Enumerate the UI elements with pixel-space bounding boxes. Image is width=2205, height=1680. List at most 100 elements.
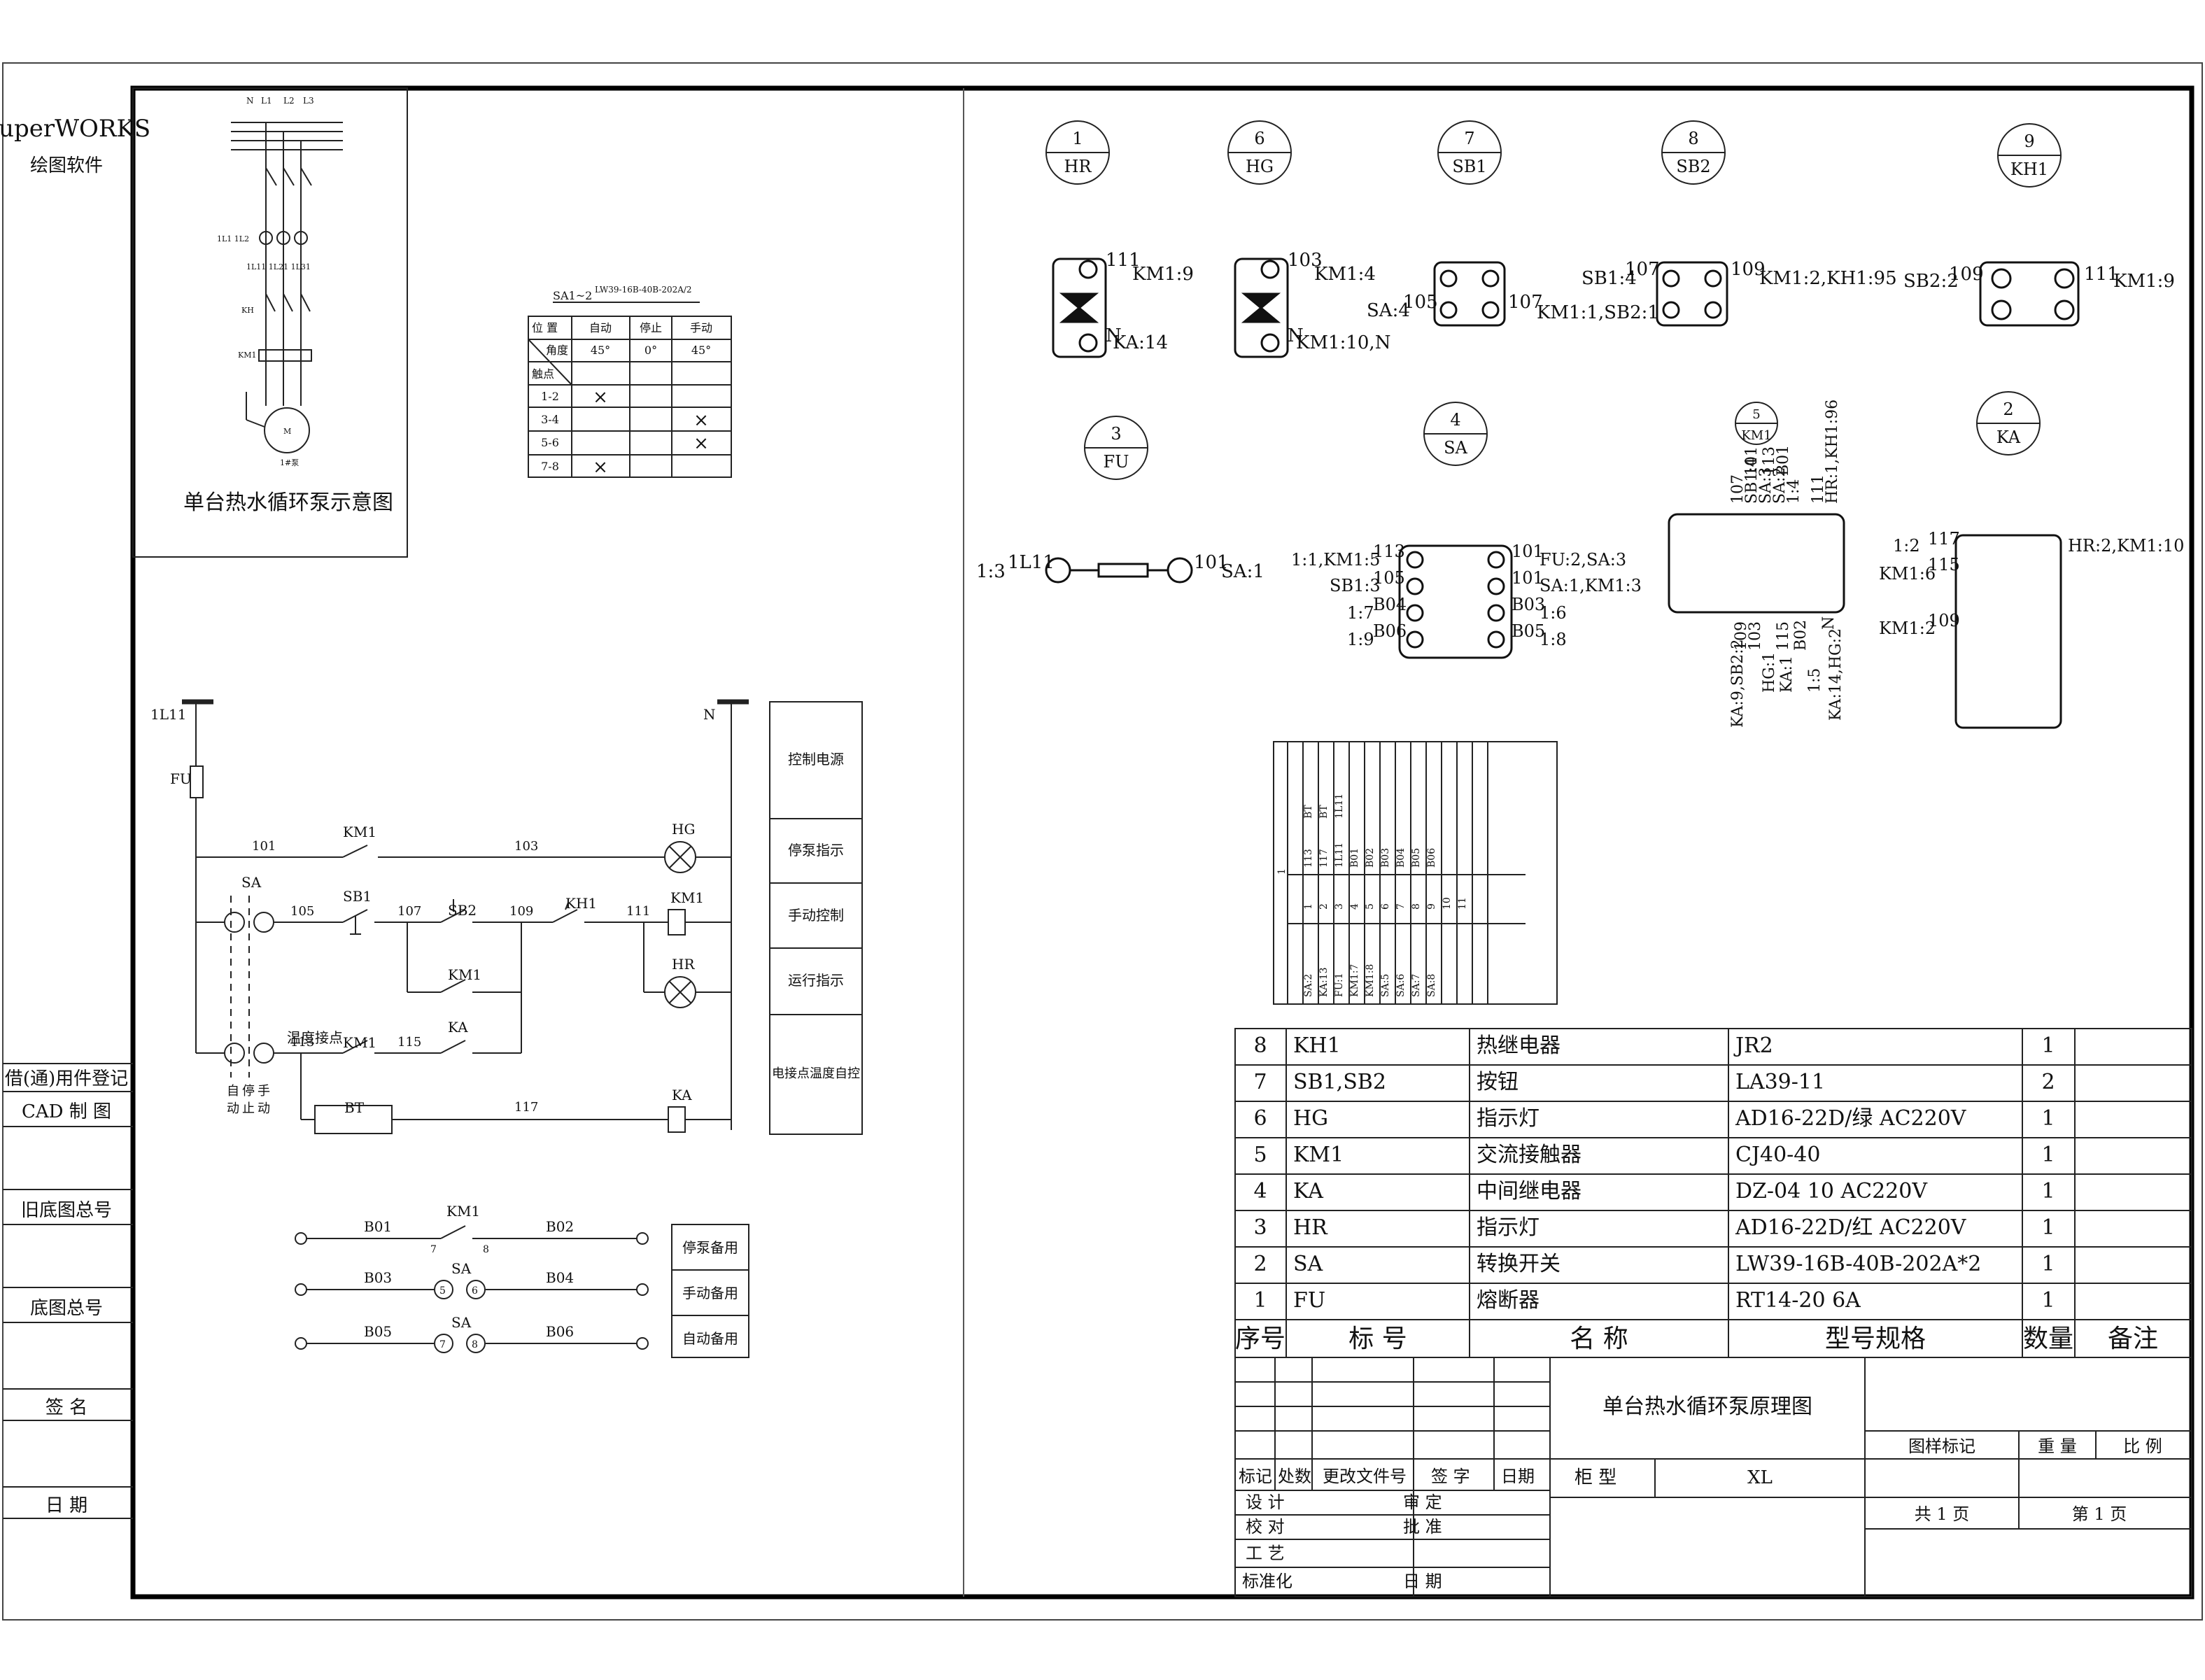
switch-header-angle: 角度: [546, 344, 568, 357]
svg-text:1: 1: [1072, 129, 1083, 148]
svg-text:B01: B01: [1349, 848, 1360, 868]
switch-header-position: 位 置: [532, 321, 558, 334]
bom-tag: HG: [1293, 1106, 1328, 1131]
sb1-left: SA:4: [1367, 300, 1410, 321]
func-run-indicator: 运行指示: [788, 972, 844, 989]
strip-row-base: 底图总号: [30, 1298, 103, 1319]
kh1-left-wire: 109: [1949, 264, 1984, 285]
svg-text:3: 3: [1111, 424, 1121, 444]
bom-tag: KA: [1293, 1179, 1323, 1203]
strip-row-cad: CAD 制 图: [22, 1101, 111, 1122]
aux-device: SA: [451, 1260, 472, 1277]
control-circuit: 1L11 N FU KM1 SA SB1 SB2 KH1 KM1 KM1 KA …: [150, 699, 863, 1135]
aux-right: B06: [546, 1323, 574, 1340]
aux-left: B01: [364, 1218, 392, 1235]
left-strip: SuperWORKS 绘图软件 借(通)用件登记 CAD 制 图 旧底图总号 底…: [0, 115, 150, 1519]
svg-text:1:6: 1:6: [1540, 603, 1567, 623]
drawing-title: 单台热水循环泵原理图: [1602, 1395, 1812, 1419]
svg-text:SA:8: SA:8: [1426, 974, 1437, 997]
sketch-kh: KH: [241, 306, 254, 315]
switch-mark: ×: [593, 387, 608, 408]
sketch-l11-row: 1L11 1L21 1L31: [246, 262, 311, 271]
bom-name: 热继电器: [1477, 1033, 1561, 1058]
bom-name: 指示灯: [1477, 1215, 1540, 1240]
strip-row-sign: 签 名: [45, 1397, 87, 1418]
svg-text:SA:3: SA:3: [1757, 467, 1775, 504]
aux-left: B03: [364, 1269, 392, 1286]
wire-109: 109: [509, 904, 533, 919]
role-approve: 审 定: [1403, 1492, 1442, 1512]
wire-117: 117: [514, 1100, 538, 1115]
svg-text:115: 115: [1775, 621, 1792, 651]
bom-tag: KH1: [1293, 1033, 1341, 1058]
bom-tag: SA: [1293, 1252, 1323, 1276]
device-symbols: [1045, 257, 2080, 729]
svg-text:109: 109: [1733, 621, 1750, 651]
aux-circuit: B01 KM1 7 8 B02 停泵备用 B03 SA 5 6 B04 手动备用…: [295, 1203, 749, 1358]
bom-no: 6: [1253, 1106, 1267, 1131]
svg-text:KA:1: KA:1: [1778, 656, 1796, 693]
bom-tag: HR: [1293, 1215, 1328, 1240]
sa-wiring-labels: 1:1,KM1:5 SB1:3 1:7 1:9 113 105 B04 B06 …: [1291, 542, 1642, 649]
role-standard: 标准化: [1242, 1572, 1292, 1591]
svg-text:8: 8: [1688, 129, 1698, 148]
svg-text:SB1: SB1: [1452, 157, 1486, 176]
func-temp-control: 电接点温度自控: [772, 1066, 860, 1081]
sa-pos: 手: [258, 1084, 270, 1099]
hg-wire: 103: [1288, 250, 1323, 271]
circuit-km1-coil: KM1: [670, 889, 704, 906]
svg-text:HR:1,KH1:96: HR:1,KH1:96: [1824, 400, 1841, 504]
svg-text:KM1:7: KM1:7: [1349, 964, 1360, 997]
svg-text:5: 5: [1752, 407, 1760, 422]
circuit-km1-hold: KM1: [448, 966, 481, 983]
switch-table: SA1~2 LW39-16B-40B-202A/2 位 置 角度 触点 自动 停…: [528, 285, 732, 478]
svg-text:SB1:4: SB1:4: [1743, 457, 1761, 504]
switch-mark: ×: [693, 433, 709, 454]
circuit-sb1: SB1: [343, 888, 372, 905]
wire-103: 103: [514, 839, 538, 854]
pump-sketch: N L1 L2 L3 1L1 1: [132, 87, 408, 558]
switch-row-label: 3-4: [541, 413, 559, 426]
sketch-pump: 1#泵: [280, 458, 299, 467]
svg-text:1:7: 1:7: [1347, 603, 1374, 623]
svg-text:B04: B04: [1395, 848, 1407, 868]
bom-spec: LA39-11: [1735, 1070, 1825, 1094]
svg-text:B06: B06: [1373, 621, 1407, 641]
bom-header-note: 备注: [2108, 1325, 2158, 1353]
rev-header: 签 字: [1431, 1467, 1470, 1486]
bom-tag: FU: [1293, 1288, 1325, 1313]
svg-text:SA:6: SA:6: [1395, 974, 1407, 997]
hg-wire-km: KM1:10,N: [1296, 332, 1390, 353]
bom-qty: 2: [2041, 1070, 2055, 1094]
svg-text:BT: BT: [1318, 805, 1330, 819]
circuit-fu: FU: [170, 770, 192, 787]
sb2-right-wire: 109: [1731, 259, 1766, 280]
wire-111: 111: [626, 904, 650, 919]
svg-text:101: 101: [1512, 568, 1544, 588]
svg-text:111: 111: [1810, 474, 1827, 504]
switch-angle-stop: 0°: [644, 344, 657, 357]
bom-name: 按钮: [1477, 1070, 1519, 1094]
bom-qty: 1: [2041, 1143, 2055, 1167]
device-wiring-labels: 111 KM1:9 N KA:14 103 KM1:4 N KM1:10,N S…: [976, 250, 2175, 582]
aux-label: 手动备用: [682, 1285, 738, 1301]
svg-text:1:5: 1:5: [1806, 668, 1824, 693]
aux-right: B04: [546, 1269, 574, 1286]
svg-text:109: 109: [1928, 611, 1960, 630]
meta-header: 图样标记: [1908, 1437, 1975, 1456]
sketch-l1l2: 1L1 1L2: [217, 234, 249, 243]
role-check: 校 对: [1246, 1517, 1285, 1537]
circuit-sb2: SB2: [448, 902, 477, 919]
bom-qty: 1: [2041, 1288, 2055, 1313]
svg-text:KM1:8: KM1:8: [1365, 964, 1376, 997]
circuit-hg: HG: [672, 821, 695, 838]
hr-wire-ka: KA:14: [1113, 332, 1168, 353]
aux-device: KM1: [446, 1203, 480, 1220]
bom-tag: SB1,SB2: [1293, 1070, 1386, 1094]
bom-no: 4: [1253, 1179, 1267, 1203]
circuit-sa: SA: [241, 874, 262, 891]
bom-spec: LW39-16B-40B-202A*2: [1735, 1252, 1981, 1276]
